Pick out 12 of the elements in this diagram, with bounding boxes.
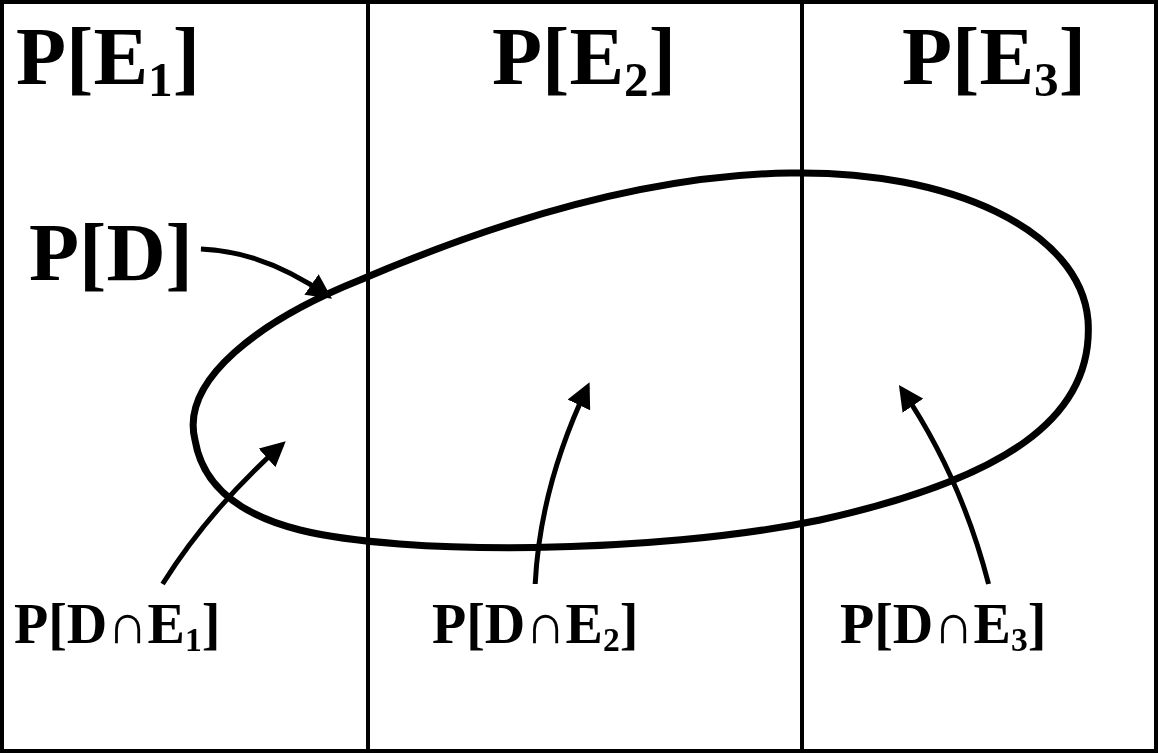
region-label: P[D∩E$_{2}$] [432,596,639,657]
closed-curve [189,169,1092,551]
heading-text: P[E$_{3}$] [902,16,1086,105]
region-label: P[D∩E$_{3}$] [840,596,1047,657]
leader-arrow [532,382,591,585]
leader-arrow [200,246,333,299]
curve-label: P[D] [29,212,193,294]
heading-text: P[E$_{1}$] [16,16,200,105]
heading-text: P[E$_{2}$] [492,16,676,105]
leader-arrow [898,384,991,585]
leader-arrow [160,441,286,586]
region-label: P[D∩E$_{1}$] [14,596,221,657]
